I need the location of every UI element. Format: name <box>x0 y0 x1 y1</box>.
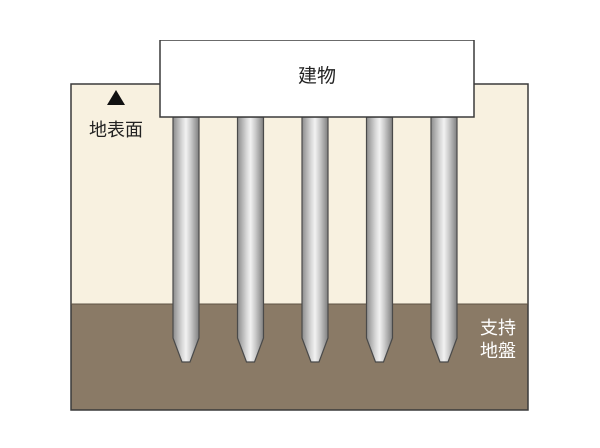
bearing-layer-label-line2: 地盤 <box>480 341 516 362</box>
bearing-layer-label-line1: 支持 <box>480 318 516 339</box>
pile-3 <box>301 116 329 363</box>
pile-5 <box>430 116 458 363</box>
building <box>159 39 475 118</box>
triangle-up-icon <box>107 90 125 105</box>
pile-1 <box>172 116 200 363</box>
ground-outline <box>70 83 529 411</box>
ground-surface-label: 地表面 <box>89 120 143 141</box>
pile-2 <box>236 116 265 363</box>
bearing-layer <box>71 304 528 410</box>
building-label: 建物 <box>298 65 336 87</box>
pile-4 <box>365 116 394 363</box>
building-top-mask <box>159 30 475 40</box>
pile-group <box>172 116 458 363</box>
